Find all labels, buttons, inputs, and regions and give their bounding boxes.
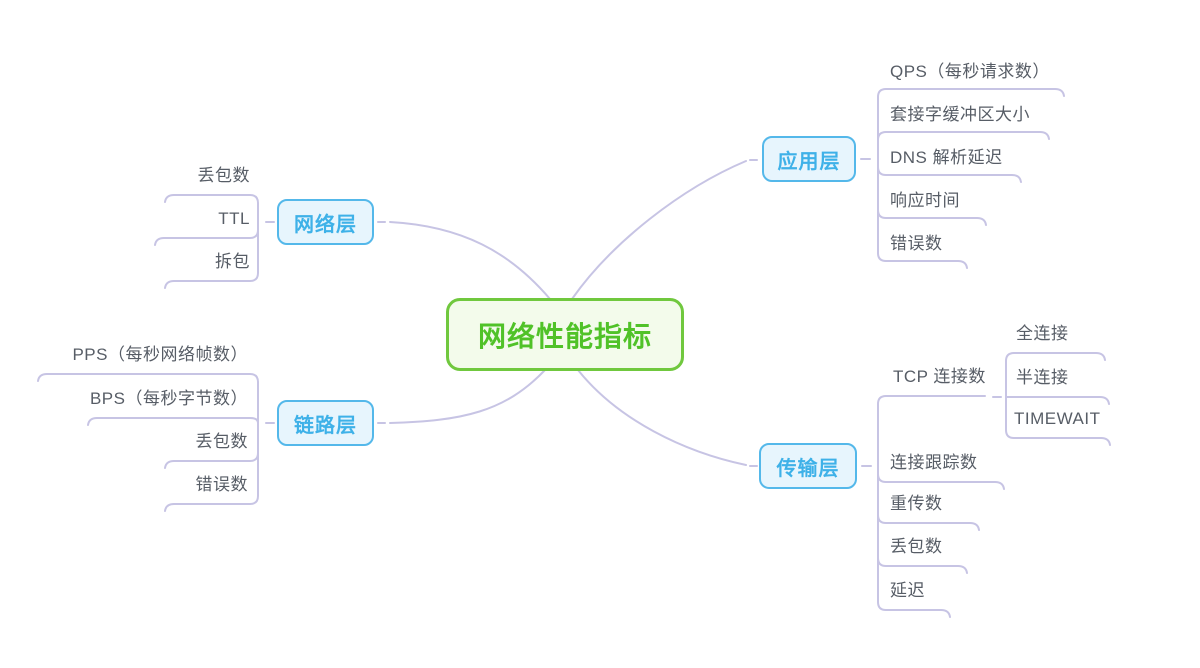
branch-label-transport-layer: 传输层 — [776, 457, 840, 480]
connector-topic-qps — [877, 88, 1065, 160]
branch-label-application-layer: 应用层 — [777, 150, 841, 173]
topic-trans-packet-loss[interactable]: 丢包数 — [890, 537, 943, 556]
topic-conntrack-count[interactable]: 连接跟踪数 — [890, 453, 978, 472]
branch-node-network-layer[interactable]: 网络层 — [277, 199, 374, 245]
connector-topic-latency — [877, 465, 951, 618]
topic-qps[interactable]: QPS（每秒请求数） — [890, 62, 1050, 81]
topic-error-count[interactable]: 错误数 — [890, 234, 943, 253]
connector-topic-full-connections — [1005, 352, 1106, 398]
topic-full-connections[interactable]: 全连接 — [1016, 324, 1069, 343]
connector-topic-tcp-connections — [877, 395, 986, 467]
branch-label-link-layer: 链路层 — [294, 414, 357, 437]
connector-central-to-application-layer — [571, 160, 747, 300]
topic-packet-unpacking[interactable]: 拆包 — [215, 252, 250, 271]
topic-timewait[interactable]: TIMEWAIT — [1014, 409, 1101, 428]
connector-topic-socket-buffer — [877, 131, 1050, 160]
central-topic-label: 网络性能指标 — [477, 320, 652, 352]
branch-node-application-layer[interactable]: 应用层 — [762, 136, 856, 182]
topic-retransmissions[interactable]: 重传数 — [890, 494, 943, 513]
connector-topic-net-packet-loss — [164, 194, 259, 223]
topic-dns-resolution-latency[interactable]: DNS 解析延迟 — [890, 148, 1003, 167]
topic-latency[interactable]: 延迟 — [890, 581, 925, 600]
branch-node-link-layer[interactable]: 链路层 — [277, 400, 374, 446]
topic-link-error-count[interactable]: 错误数 — [195, 475, 248, 494]
connector-central-to-transport-layer — [577, 369, 747, 466]
central-topic-node[interactable]: 网络性能指标 — [446, 298, 684, 371]
topic-pps[interactable]: PPS（每秒网络帧数） — [72, 345, 248, 364]
topic-socket-buffer-size[interactable]: 套接字缓冲区大小 — [890, 105, 1030, 124]
topic-response-time[interactable]: 响应时间 — [890, 191, 960, 210]
connector-topic-unpack — [164, 221, 259, 289]
connector-topic-timewait — [1005, 396, 1111, 446]
topic-bps[interactable]: BPS（每秒字节数） — [89, 389, 248, 408]
connector-topic-pps — [37, 373, 259, 424]
branch-node-transport-layer[interactable]: 传输层 — [759, 443, 857, 489]
topic-half-connections[interactable]: 半连接 — [1016, 368, 1069, 387]
connector-central-to-link-layer — [389, 369, 546, 424]
topic-link-packet-loss[interactable]: 丢包数 — [195, 432, 248, 451]
branch-label-network-layer: 网络层 — [294, 213, 357, 236]
connector-topic-bps — [87, 417, 259, 426]
connector-topic-link-error-count — [164, 422, 259, 512]
topic-tcp-connections[interactable]: TCP 连接数 — [893, 367, 986, 386]
topic-ttl[interactable]: TTL — [218, 209, 250, 228]
topic-net-packet-loss[interactable]: 丢包数 — [197, 166, 250, 185]
connector-topic-half-connections — [1005, 396, 1110, 405]
connector-topic-error-count — [877, 158, 968, 269]
connector-central-to-network-layer — [389, 221, 551, 300]
